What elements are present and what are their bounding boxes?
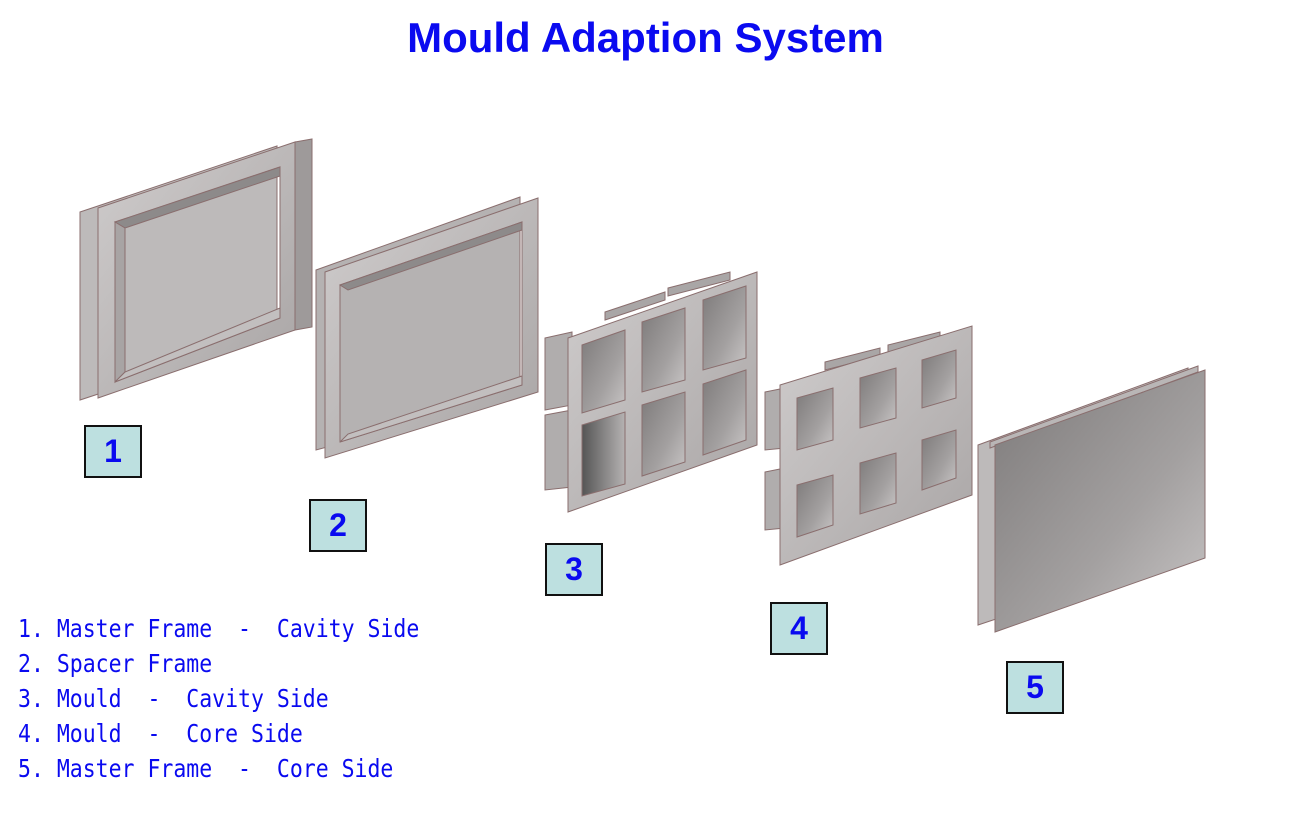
part-1-master-frame-cavity: [79, 138, 313, 401]
legend-item: 1. Master Frame - Cavity Side: [18, 614, 420, 643]
legend-item: 3. Mould - Cavity Side: [18, 684, 329, 713]
part-label-3: 3: [545, 543, 603, 596]
part-label-2: 2: [309, 499, 367, 552]
part-3-mould-cavity: [544, 271, 758, 513]
part-label-1: 1: [84, 425, 142, 478]
part-2-spacer-frame: [315, 196, 539, 459]
legend-item: 4. Mould - Core Side: [18, 719, 303, 748]
legend-item: 5. Master Frame - Core Side: [18, 754, 394, 783]
part-label-4: 4: [770, 602, 828, 655]
part-4-mould-core: [764, 325, 973, 566]
diagram-title: Mould Adaption System: [407, 14, 884, 61]
part-5-master-frame-core: [977, 365, 1206, 633]
part-label-5: 5: [1006, 661, 1064, 714]
legend-item: 2. Spacer Frame: [18, 649, 213, 678]
parts-legend: 1. Master Frame - Cavity Side 2. Spacer …: [18, 611, 419, 786]
